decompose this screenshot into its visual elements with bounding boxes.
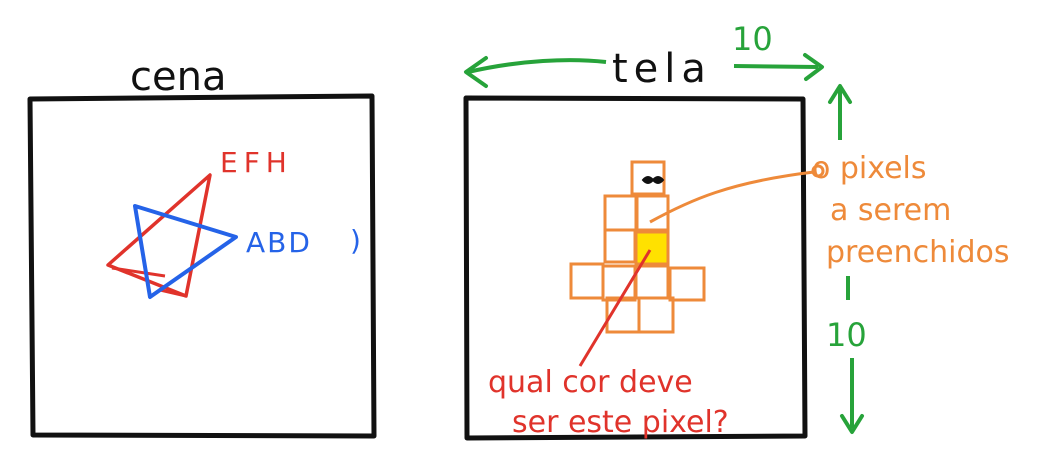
pixels-note-line-2: a serem (830, 193, 951, 228)
pixel (569, 262, 605, 300)
question-pointer-line (578, 249, 652, 367)
ink-scribble (641, 176, 665, 184)
scene-title: cena (130, 54, 226, 100)
canvas-panel: 10 tela 10 o pixels a ser (463, 20, 1010, 441)
triangle-efh-label: EFH (220, 146, 293, 179)
width-arrow-left (467, 58, 607, 74)
pixels-pointer-line (649, 170, 815, 224)
pixel (603, 228, 637, 264)
question-note-line-1: qual cor deve (488, 365, 693, 400)
width-arrowhead-left (464, 56, 488, 88)
pixels-note-line-1: o pixels (812, 151, 927, 186)
triangle-efh-strokes (111, 266, 187, 298)
height-label: 10 (826, 316, 867, 354)
pixels-note: o pixels a serem preenchidos (812, 151, 1010, 270)
pixel (668, 266, 706, 302)
pixel (603, 194, 639, 232)
pixel (634, 264, 670, 300)
height-arrowhead-bottom (840, 414, 864, 434)
pixels-note-line-3: preenchidos (826, 235, 1010, 270)
scene-frame (27, 93, 377, 439)
triangle-efh (106, 173, 212, 298)
pixel (634, 194, 670, 232)
question-note-line-2: ser este pixel? (512, 405, 729, 440)
pixel (637, 296, 675, 334)
width-label: 10 (732, 20, 773, 58)
highlighted-pixel (634, 230, 670, 266)
pixels-pointer-circle (811, 164, 825, 178)
pixel (630, 160, 666, 196)
height-arrowhead-top (828, 84, 852, 104)
width-arrowhead-right (803, 53, 824, 81)
scene-panel: cena EFH ABD ) (27, 54, 377, 439)
triangle-abd (133, 204, 238, 299)
triangle-abd-label: ABD (246, 226, 312, 259)
question-note: qual cor deve ser este pixel? (488, 365, 729, 440)
stray-mark: ) (350, 224, 361, 257)
pixel-grid (569, 160, 706, 334)
canvas-title: tela (612, 46, 712, 92)
canvas-frame (463, 95, 808, 441)
width-arrow-right (733, 64, 819, 69)
